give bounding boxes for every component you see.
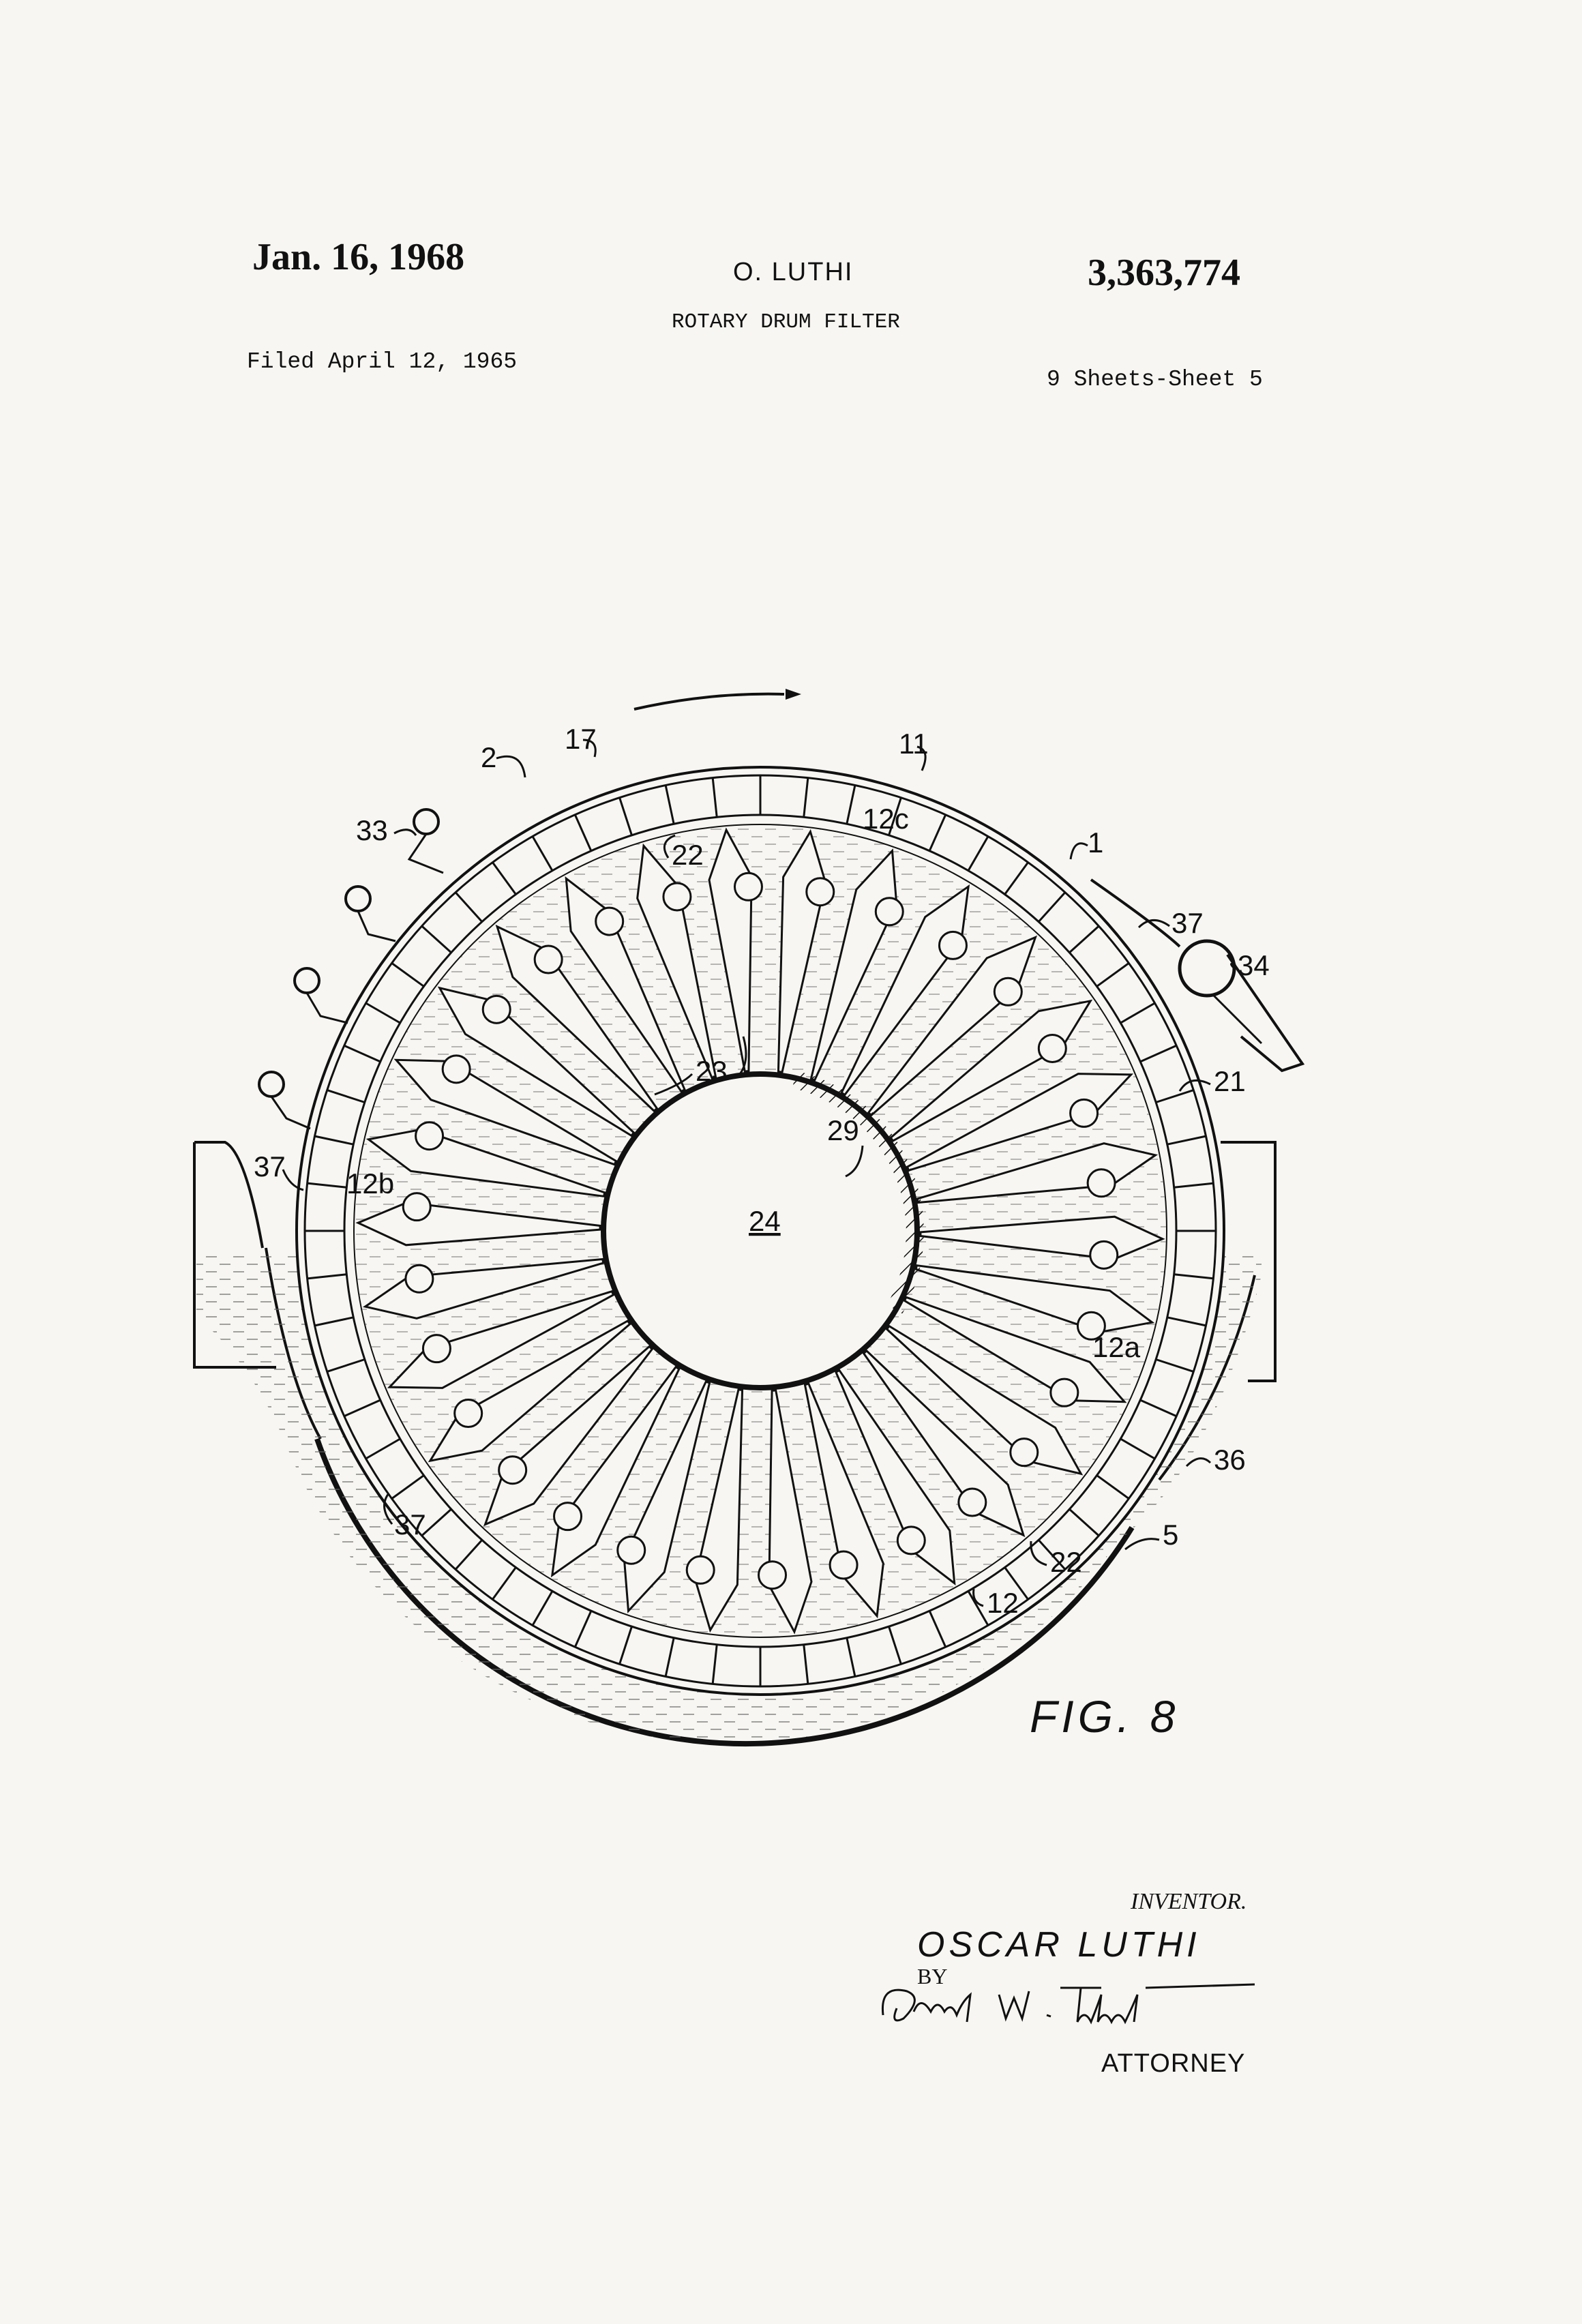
label-33: 33: [356, 814, 388, 846]
cell-opening: [1088, 1170, 1115, 1197]
label-12a: 12a: [1092, 1331, 1141, 1363]
label-21: 21: [1214, 1065, 1246, 1097]
cell-opening: [807, 878, 834, 906]
cell-opening: [1039, 1034, 1066, 1062]
cell-opening: [455, 1400, 482, 1427]
cell-opening: [1051, 1379, 1078, 1406]
label-12: 12: [987, 1587, 1019, 1619]
attorney-signature: [876, 1978, 1285, 2032]
figure-caption: FIG. 8: [1030, 1691, 1179, 1742]
label-23: 23: [696, 1055, 728, 1087]
cell-opening: [939, 932, 966, 959]
cell-opening: [416, 1122, 443, 1150]
cell-opening: [618, 1536, 645, 1564]
label-5: 5: [1163, 1519, 1178, 1551]
cell-opening: [687, 1556, 714, 1583]
cell-opening: [1090, 1241, 1118, 1268]
cell-opening: [1011, 1439, 1038, 1466]
cell-opening: [499, 1457, 526, 1484]
cell-opening: [554, 1503, 582, 1530]
label-12b: 12b: [346, 1167, 394, 1200]
cell-opening: [897, 1527, 925, 1554]
label-1: 1: [1088, 826, 1103, 859]
label-2: 2: [481, 741, 496, 773]
label-34: 34: [1238, 949, 1270, 981]
label-12c: 12c: [863, 803, 909, 835]
cell-opening: [423, 1335, 450, 1362]
cell-opening: [443, 1056, 470, 1083]
cell-opening: [403, 1193, 430, 1221]
label-11: 11: [899, 728, 929, 760]
label-37-left: 37: [254, 1150, 286, 1182]
label-36: 36: [1214, 1444, 1246, 1476]
cell-opening: [535, 946, 562, 973]
cell-opening: [830, 1551, 857, 1579]
cell-opening: [734, 873, 762, 900]
cell-opening: [1071, 1099, 1098, 1127]
inventor-label: INVENTOR.: [1131, 1889, 1247, 1915]
label-37-bottom: 37: [394, 1508, 426, 1540]
cell-opening: [959, 1489, 986, 1516]
label-29: 29: [827, 1114, 859, 1146]
cell-opening: [663, 883, 691, 910]
attorney-label: ATTORNEY: [1101, 2049, 1245, 2079]
cell-opening: [759, 1562, 786, 1589]
cell-opening: [483, 996, 510, 1023]
label-22-lower: 22: [1050, 1546, 1082, 1578]
label-24: 24: [749, 1205, 781, 1237]
label-22-upper: 22: [672, 839, 704, 871]
cell-opening: [876, 898, 903, 925]
cell-opening: [994, 978, 1021, 1005]
cell-opening: [596, 908, 623, 935]
label-17: 17: [565, 723, 597, 755]
cell-opening: [406, 1265, 433, 1292]
rotation-arrow: [634, 689, 801, 709]
inventor-name: OSCAR LUTHI: [917, 1924, 1201, 1965]
label-37-right: 37: [1171, 907, 1204, 939]
